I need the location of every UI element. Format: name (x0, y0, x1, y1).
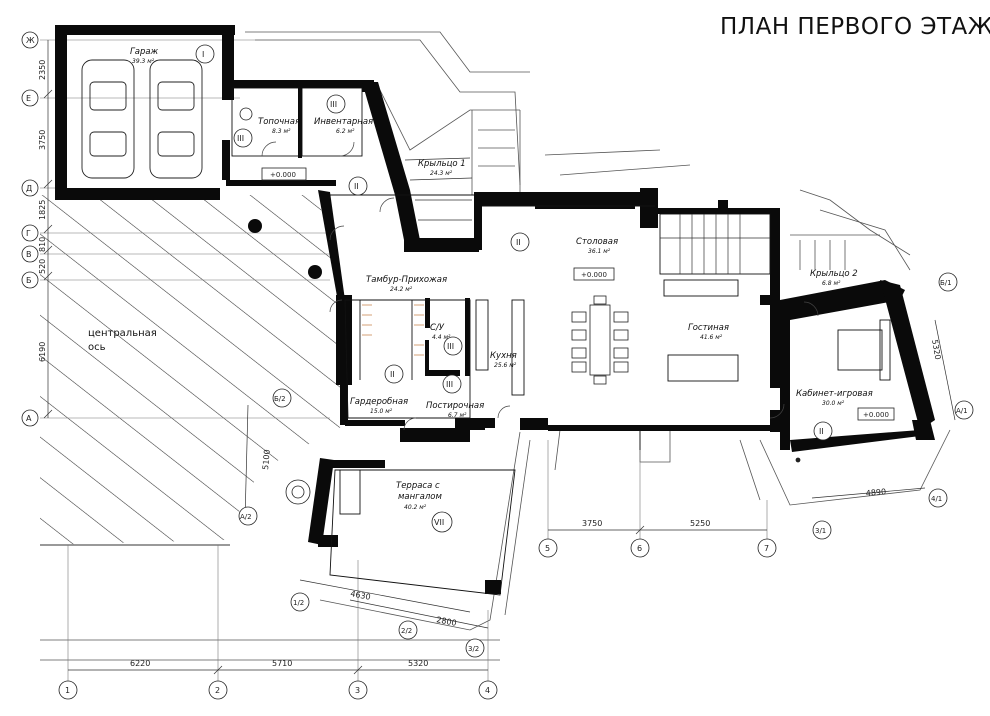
room-name-porch1: Крыльцо 1 (418, 159, 466, 169)
level-garage: +0.000 (270, 171, 296, 179)
axis-label-1-2: 1/2 (293, 599, 304, 607)
room-area-wardrobe: 15.0 м² (370, 408, 393, 415)
garage-cars (81, 59, 203, 179)
class-III-boiler: III (237, 134, 244, 143)
room-area-porch2: 6.8 м² (822, 280, 841, 287)
room-area-terrace: 40.2 м² (404, 504, 427, 511)
dim-left-1825: 1825 (38, 200, 47, 220)
dim-5100: 5100 (261, 449, 272, 470)
class-II-wardrobe: II (390, 370, 395, 379)
room-name-terrace: Терраса с (396, 481, 440, 491)
level-markers (261, 167, 895, 421)
class-VII-terrace: VII (434, 518, 444, 527)
dim-bottom-5710: 5710 (272, 659, 292, 668)
axis-label-2-2: 2/2 (401, 627, 412, 635)
level-office: +0.000 (863, 411, 889, 419)
axis-label-7: 7 (764, 544, 769, 553)
driveway-hatch (40, 195, 345, 546)
room-area-wc: 4.4 м² (432, 334, 451, 341)
axis-label-2: 2 (215, 686, 220, 695)
axis-label-zh: Ж (26, 36, 35, 45)
door-swings (261, 141, 819, 431)
room-name-living: Гостиная (688, 323, 729, 333)
axis-label-a2: А/2 (240, 513, 252, 521)
room-name-storage: Инвентарная (314, 117, 373, 127)
page-title: ПЛАН ПЕРВОГО ЭТАЖА (720, 14, 990, 40)
dim-5320: 5320 (930, 339, 942, 361)
room-area-garage: 39.3 м² (132, 58, 155, 65)
room-name-office: Кабинет-игровая (796, 389, 873, 399)
room-area-entrance: 24.2 м² (390, 286, 413, 293)
site-lines (40, 31, 951, 661)
axis-label-5: 5 (545, 544, 550, 553)
class-I-garage: I (202, 50, 204, 59)
room-area-porch1: 24.3 м² (430, 170, 453, 177)
room-area-laundry: 6.7 м² (448, 412, 467, 419)
room-name-laundry: Постирочная (426, 401, 484, 411)
dim-2800: 2800 (436, 615, 458, 628)
axis-label-b: Б (26, 276, 32, 285)
room-area-dining: 36.1 м² (588, 248, 611, 255)
dim-left-6190: 6190 (38, 342, 47, 362)
room-area-office: 30.0 м² (822, 400, 845, 407)
level-dining: +0.000 (581, 271, 607, 279)
dim-left-3750: 3750 (38, 130, 47, 150)
axis-label-g: Г (26, 229, 31, 238)
dim-mid-3750: 3750 (582, 519, 602, 528)
room-name-kitchen: Кухня (490, 351, 517, 361)
stairs (404, 157, 770, 274)
equipment (239, 107, 801, 505)
wardrobe-shelves (362, 304, 424, 356)
room-name-terrace-2: мангалом (398, 492, 442, 502)
axis-label-4-1: 4/1 (931, 495, 942, 503)
axis-label-4: 4 (485, 686, 490, 695)
room-class-circles (195, 44, 833, 533)
dim-bottom-5320: 5320 (408, 659, 428, 668)
room-area-boiler: 8.3 м² (272, 128, 291, 135)
axis-label-3: 3 (355, 686, 360, 695)
dim-4630: 4630 (350, 589, 372, 602)
room-area-living: 41.6 м² (700, 334, 723, 341)
room-name-dining: Столовая (576, 237, 618, 247)
room-name-porch2: Крыльцо 2 (810, 269, 858, 279)
room-name-wc: С/У (430, 323, 445, 333)
room-area-kitchen: 25.6 м² (494, 362, 517, 369)
class-II-office: II (819, 427, 824, 436)
axis-label-a: А (26, 414, 32, 423)
dim-left-2350: 2350 (38, 60, 47, 80)
class-III-laundry: III (446, 380, 453, 389)
dim-left-810: 810 (38, 237, 47, 252)
axis-bubbles (21, 31, 974, 700)
room-name-garage: Гараж (130, 47, 159, 57)
axis-label-b2: Б/2 (274, 395, 286, 403)
dim-4890: 4890 (865, 487, 886, 498)
room-name-boiler: Топочная (258, 117, 300, 127)
central-axis-label: центральная (88, 328, 157, 339)
room-area-storage: 6.2 м² (336, 128, 355, 135)
class-III-storage: III (330, 100, 337, 109)
class-III-wc: III (447, 342, 454, 351)
dim-mid-5250: 5250 (690, 519, 710, 528)
dim-bottom-6220: 6220 (130, 659, 150, 668)
dim-left-520: 520 (38, 259, 47, 274)
interior-lines (231, 87, 891, 596)
room-name-wardrobe: Гардеробная (350, 397, 408, 407)
room-name-entrance: Тамбур-Прихожая (366, 275, 447, 285)
axis-label-a1: А/1 (956, 407, 968, 415)
dimension-lines (43, 40, 956, 675)
class-II-dining: II (516, 238, 521, 247)
axis-label-b1: Б/1 (940, 279, 952, 287)
class-II-hall: II (354, 182, 359, 191)
axis-label-3-1: 3/1 (815, 527, 826, 535)
axis-label-e: Е (26, 94, 31, 103)
walls (55, 25, 935, 594)
axis-label-v: В (26, 250, 32, 259)
axis-label-6: 6 (637, 544, 642, 553)
axis-label-1: 1 (65, 686, 70, 695)
axis-label-d: Д (26, 184, 32, 193)
dining-table (571, 295, 629, 385)
axis-label-3-2: 3/2 (468, 645, 479, 653)
central-axis-label-2: ось (88, 342, 106, 353)
